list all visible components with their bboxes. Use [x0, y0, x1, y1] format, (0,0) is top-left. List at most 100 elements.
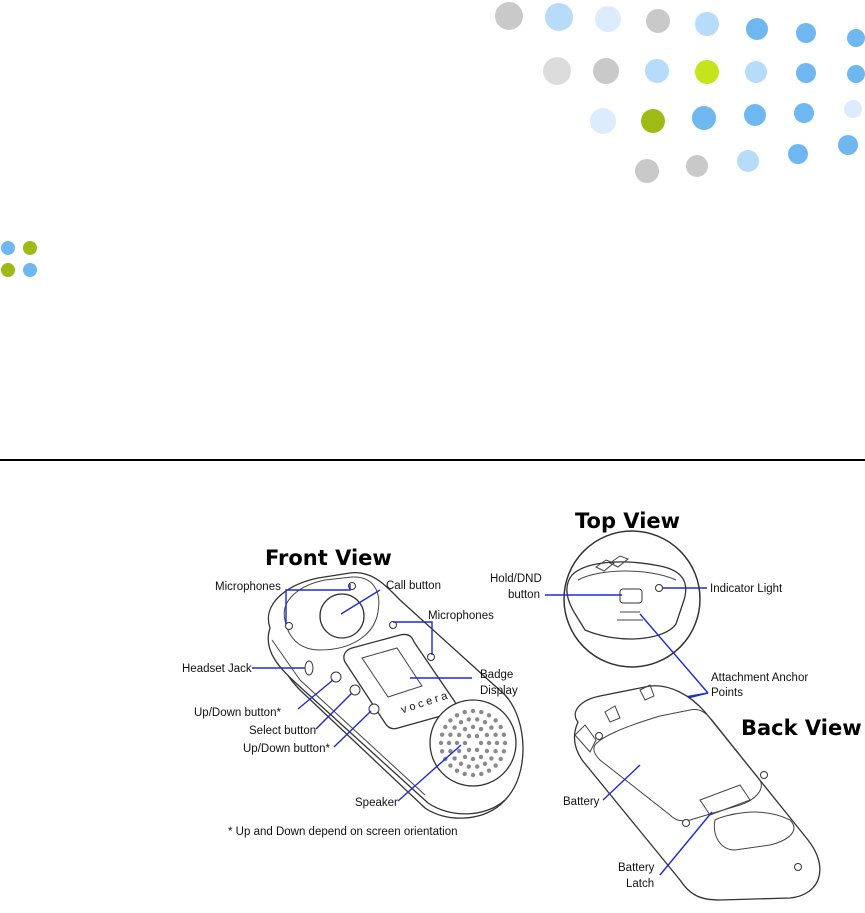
label-select-button: Select button: [249, 725, 316, 737]
speaker-hole: [455, 769, 459, 773]
decorative-dot: [593, 58, 619, 84]
decorative-dot: [794, 103, 814, 123]
decorative-dot: [847, 29, 865, 47]
decorative-dot-pattern: [495, 2, 865, 183]
speaker-hole: [452, 756, 456, 760]
decorative-dot: [796, 23, 816, 43]
speaker-hole: [493, 718, 497, 722]
top-view-title: Top View: [575, 509, 680, 533]
speaker-hole: [457, 733, 461, 737]
speaker-hole: [475, 717, 479, 721]
speaker-hole: [467, 764, 471, 768]
decorative-dot: [844, 100, 862, 118]
speaker-hole: [502, 749, 506, 753]
speaker-hole: [467, 748, 471, 752]
decorative-dot: [543, 57, 571, 85]
speaker-hole: [483, 762, 487, 766]
decorative-dot: [796, 63, 816, 83]
decorative-dot: [23, 241, 37, 255]
decorative-dot: [847, 65, 865, 83]
back-screw-4: [795, 864, 802, 871]
speaker-hole: [452, 725, 456, 729]
decorative-dot: [788, 144, 808, 164]
speaker-hole: [475, 734, 479, 738]
decorative-dot: [495, 2, 523, 30]
label-battery: Battery: [563, 796, 600, 808]
label-attachment-anchor-line1: Attachment Anchor: [711, 672, 808, 684]
speaker-hole: [463, 772, 467, 776]
decorative-dot: [744, 104, 766, 126]
decorative-dot: [1, 263, 15, 277]
speaker-hole: [448, 763, 452, 767]
label-microphones-right: Microphones: [428, 610, 494, 622]
speaker-hole: [463, 710, 467, 714]
speaker-hole: [463, 727, 467, 731]
speaker-hole: [467, 734, 471, 738]
speaker-hole: [495, 741, 499, 745]
hold-dnd-button-shape: [620, 589, 642, 603]
decorative-dot-cluster: [1, 241, 37, 277]
label-battery-latch-line2: Latch: [626, 878, 654, 890]
speaker-hole: [471, 709, 475, 713]
speaker-hole: [463, 755, 467, 759]
decorative-dot: [595, 6, 621, 32]
call-button-shape: [320, 594, 364, 638]
headset-jack-shape: [305, 661, 313, 675]
speaker-hole: [489, 756, 493, 760]
up-down-button-2-shape: [369, 704, 379, 714]
speaker-hole: [459, 720, 463, 724]
label-headset-jack: Headset Jack: [182, 663, 252, 675]
label-hold-dnd-line2: button: [508, 589, 540, 601]
speaker-hole: [479, 710, 483, 714]
speaker-hole: [455, 713, 459, 717]
back-view-title: Back View: [741, 716, 862, 740]
speaker-hole: [485, 733, 489, 737]
decorative-dot: [635, 159, 659, 183]
decorative-dot: [590, 108, 616, 134]
speaker-hole: [503, 741, 507, 745]
label-up-down-button-2: Up/Down button*: [243, 743, 330, 755]
speaker-hole: [471, 757, 475, 761]
decorative-dot: [641, 109, 665, 133]
decorative-dot: [686, 155, 708, 177]
speaker-hole: [479, 755, 483, 759]
speaker-hole: [485, 749, 489, 753]
label-attachment-anchor-line2: Points: [711, 687, 743, 699]
label-speaker: Speaker: [355, 797, 398, 809]
decorative-dot: [646, 9, 670, 33]
label-badge-display-line1: Badge: [480, 669, 513, 681]
speaker-hole: [439, 741, 443, 745]
speaker-hole: [479, 727, 483, 731]
front-mic-right-2: [428, 654, 435, 661]
back-screw-1: [596, 733, 603, 740]
label-badge-display-line2: Display: [480, 685, 518, 697]
decorative-dot: [838, 135, 858, 155]
speaker-hole: [459, 762, 463, 766]
speaker-hole: [493, 733, 497, 737]
speaker-hole: [471, 773, 475, 777]
speaker-hole: [443, 725, 447, 729]
speaker-hole: [463, 741, 467, 745]
speaker-hole: [487, 741, 491, 745]
speaker-hole: [440, 733, 444, 737]
decorative-dot: [737, 150, 759, 172]
speaker-hole: [467, 717, 471, 721]
back-screw-2: [683, 820, 690, 827]
footnote: * Up and Down depend on screen orientati…: [228, 826, 458, 838]
speaker-hole: [448, 733, 452, 737]
speaker-hole: [479, 772, 483, 776]
decorative-dot: [1, 241, 15, 255]
decorative-dot: [695, 60, 719, 84]
speaker-hole: [479, 741, 483, 745]
decorative-dot: [645, 59, 669, 83]
decorative-dot: [692, 106, 716, 130]
label-call-button: Call button: [386, 580, 441, 592]
speaker-hole: [489, 725, 493, 729]
back-screw-3: [761, 772, 768, 779]
speaker-hole: [457, 749, 461, 753]
top-view-detail: [564, 531, 700, 667]
speaker-hole: [493, 763, 497, 767]
label-hold-dnd-line1: Hold/DND: [490, 573, 542, 585]
decorative-dot: [746, 18, 768, 40]
label-indicator-light: Indicator Light: [710, 583, 783, 595]
